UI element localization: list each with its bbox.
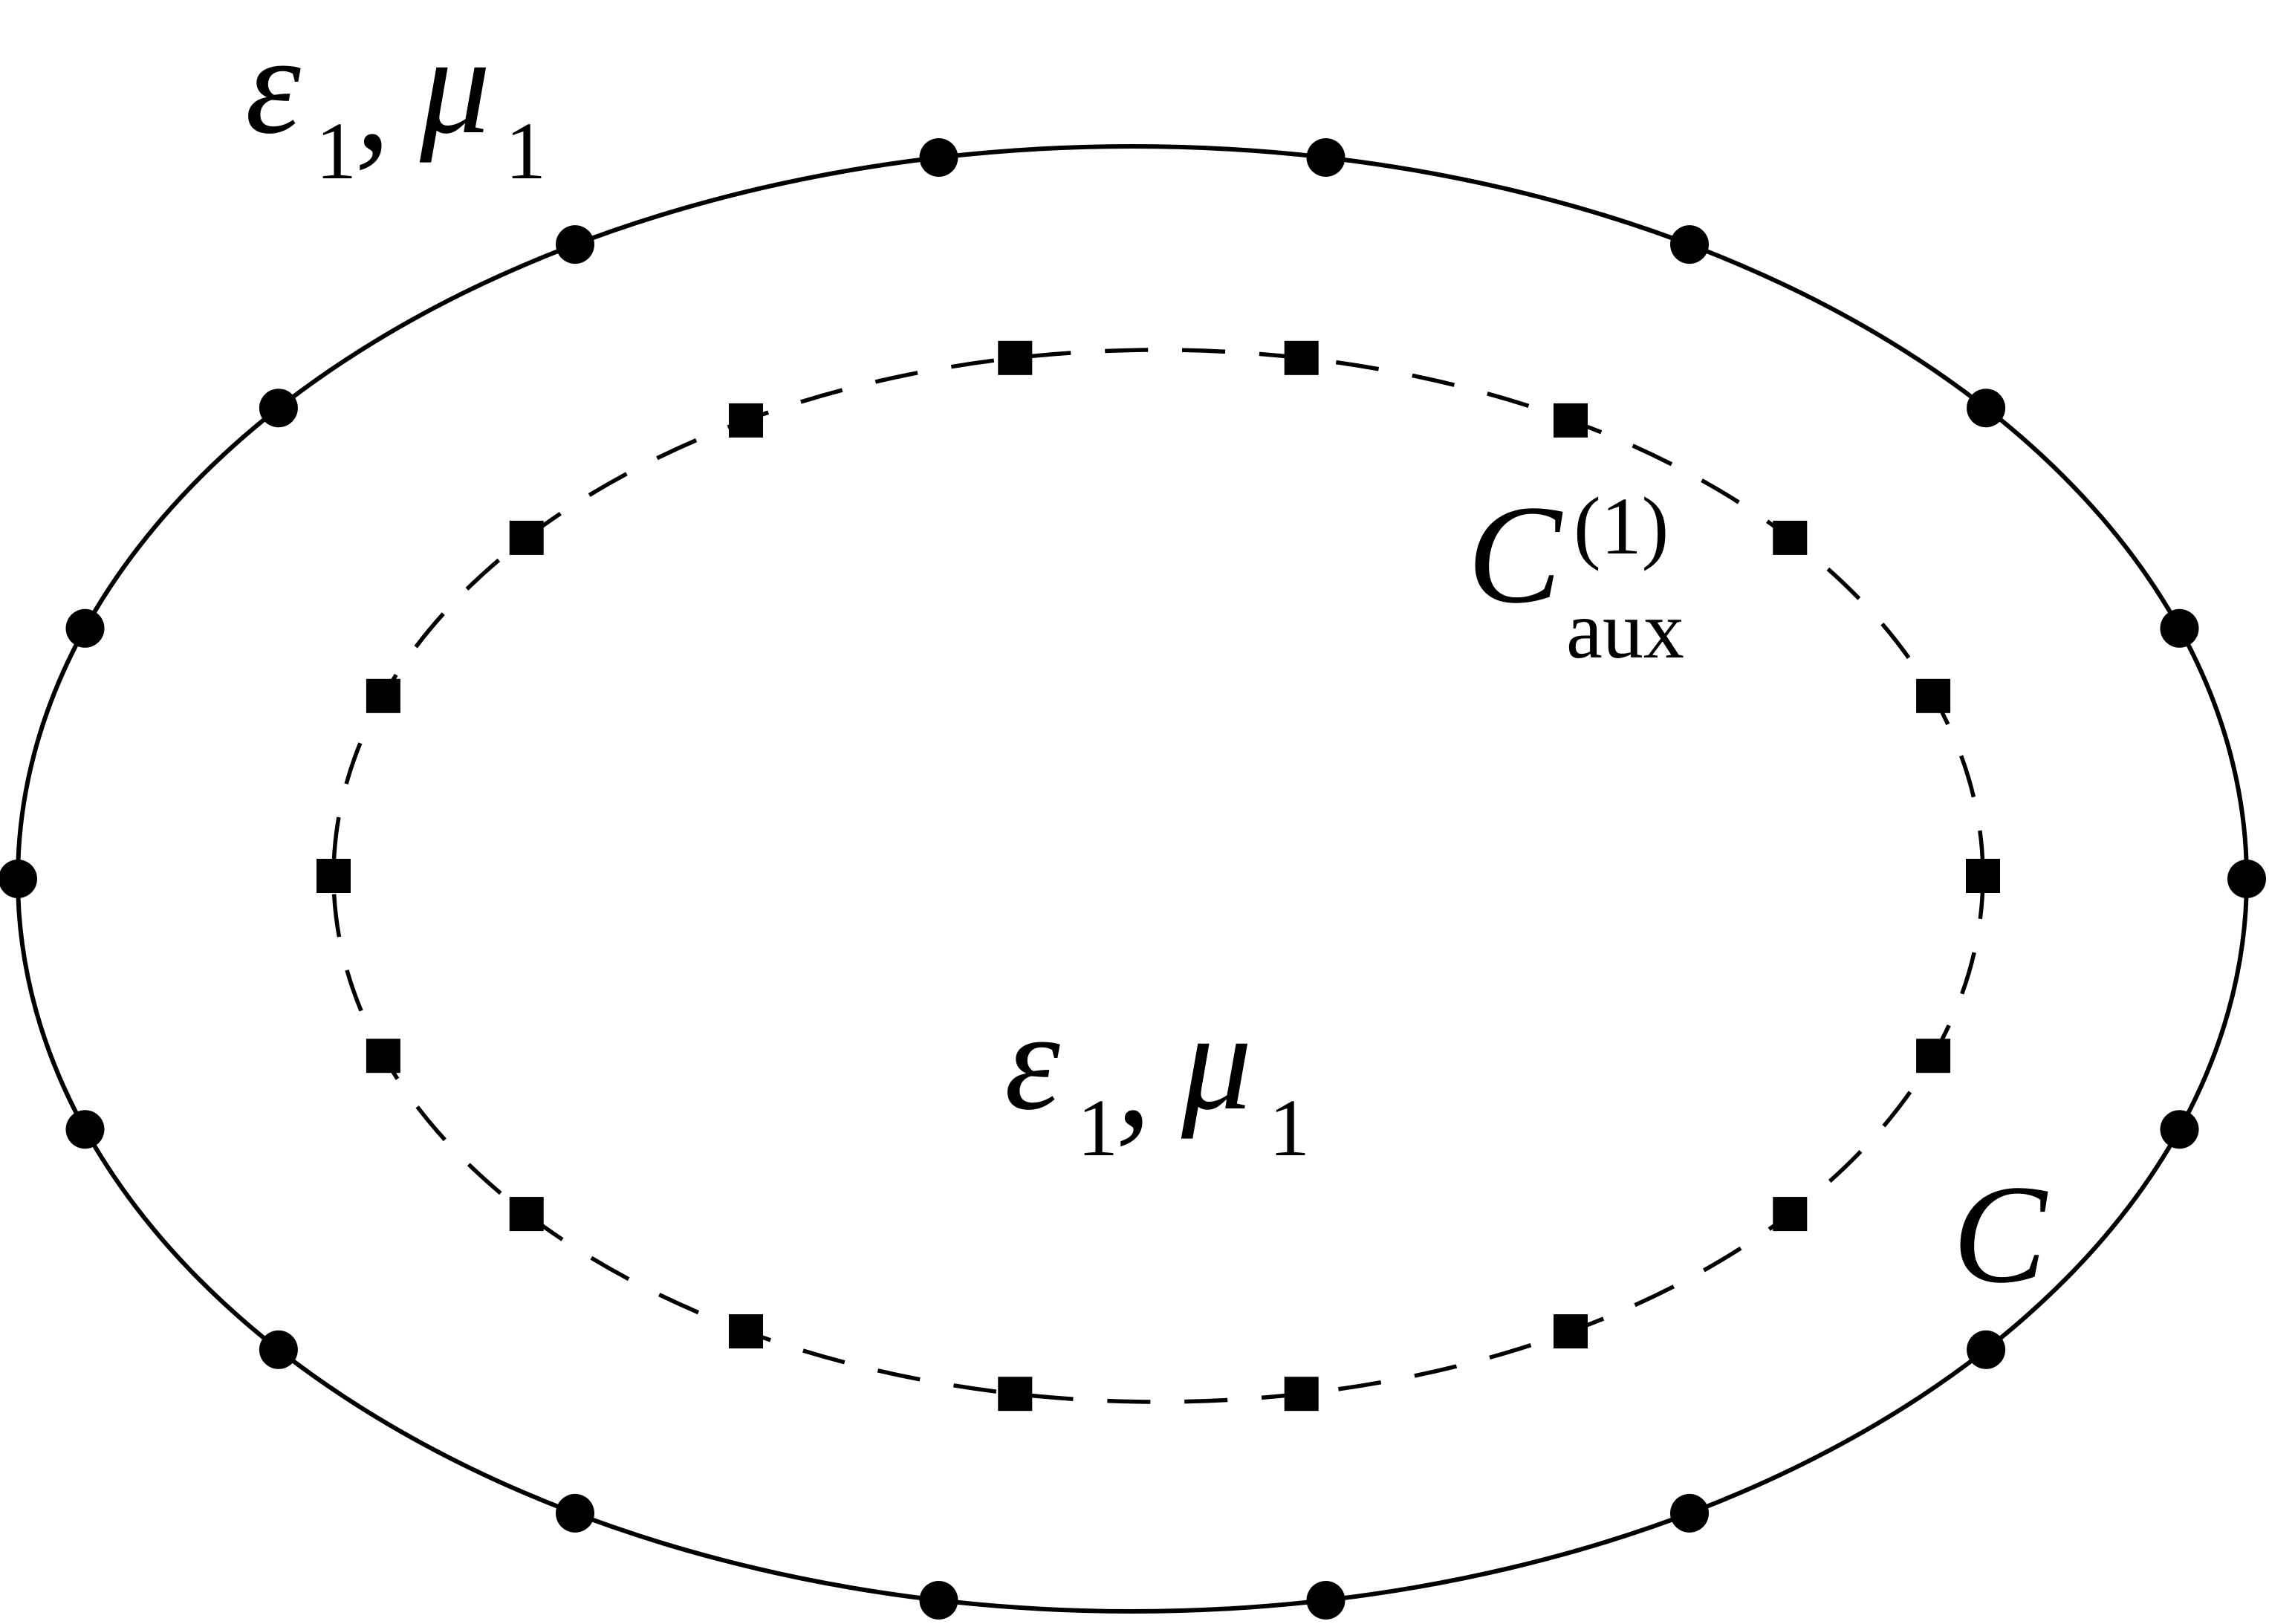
outer-node-dot (65, 608, 105, 648)
outer-mu-symbol: μ (419, 7, 490, 163)
aux-node-square (509, 520, 544, 555)
aux-node-square (1916, 678, 1951, 713)
aux-node-square (998, 1377, 1033, 1412)
aux-node-square (998, 340, 1033, 375)
outer-node-dot (259, 1330, 298, 1369)
outer-eps-symbol: ε (245, 7, 301, 163)
outer-node-dot (2227, 860, 2266, 898)
outer-node-dot (556, 1493, 594, 1533)
aux-node-square (317, 859, 351, 893)
aux-node-square (1284, 1377, 1319, 1412)
aux-contour-label: C (1) aux (1467, 477, 1684, 675)
outer-node-dot (65, 1110, 105, 1149)
contour-c-label: C (1952, 1157, 2048, 1313)
outer-node-dot (1967, 1330, 2006, 1369)
inner-eps-symbol: ε (1004, 984, 1060, 1140)
inner-eps-subscript: 1 (1077, 1082, 1118, 1173)
outer-node-dot (919, 1581, 958, 1620)
outer-node-dot (259, 389, 298, 428)
outer-mu-subscript: 1 (505, 105, 546, 196)
outer-node-dot (2160, 1110, 2199, 1149)
aux-node-square (1773, 520, 1808, 555)
outer-node-dot (919, 138, 958, 177)
inner-medium-label: ε 1 , μ 1 (1004, 984, 1310, 1173)
aux-node-square (1966, 859, 2000, 893)
outer-node-dot (2160, 608, 2199, 648)
aux-contour-superscript: (1) (1574, 481, 1669, 571)
aux-contour-symbol: C (1467, 477, 1563, 633)
inner-mu-subscript: 1 (1269, 1082, 1310, 1173)
outer-contour-c (16, 144, 2249, 1614)
outer-node-dot (1670, 225, 1709, 264)
aux-node-square (729, 403, 763, 438)
aux-contour (331, 348, 1985, 1404)
inner-mu-symbol: μ (1181, 984, 1252, 1140)
aux-node-square (729, 1314, 763, 1349)
aux-contour-subscript: aux (1566, 585, 1684, 675)
aux-node-square (1916, 1039, 1951, 1074)
aux-node-square (366, 1039, 400, 1074)
outer-contour-markers (0, 138, 2266, 1620)
outer-comma: , (355, 24, 391, 180)
aux-node-square (1554, 1314, 1588, 1349)
outer-node-dot (0, 860, 37, 898)
outer-node-dot (556, 225, 594, 264)
aux-node-square (1773, 1197, 1808, 1232)
aux-contour-markers (317, 340, 2000, 1412)
aux-node-square (509, 1197, 544, 1232)
aux-node-square (1284, 340, 1319, 375)
inner-comma: , (1116, 1000, 1152, 1156)
outer-node-dot (1306, 1581, 1346, 1620)
aux-node-square (366, 678, 400, 713)
outer-eps-subscript: 1 (316, 105, 357, 196)
outer-node-dot (1967, 389, 2006, 428)
outer-node-dot (1670, 1493, 1709, 1533)
outer-medium-label: ε 1 , μ 1 (245, 7, 546, 196)
aux-node-square (1554, 403, 1588, 438)
outer-node-dot (1306, 138, 1346, 177)
